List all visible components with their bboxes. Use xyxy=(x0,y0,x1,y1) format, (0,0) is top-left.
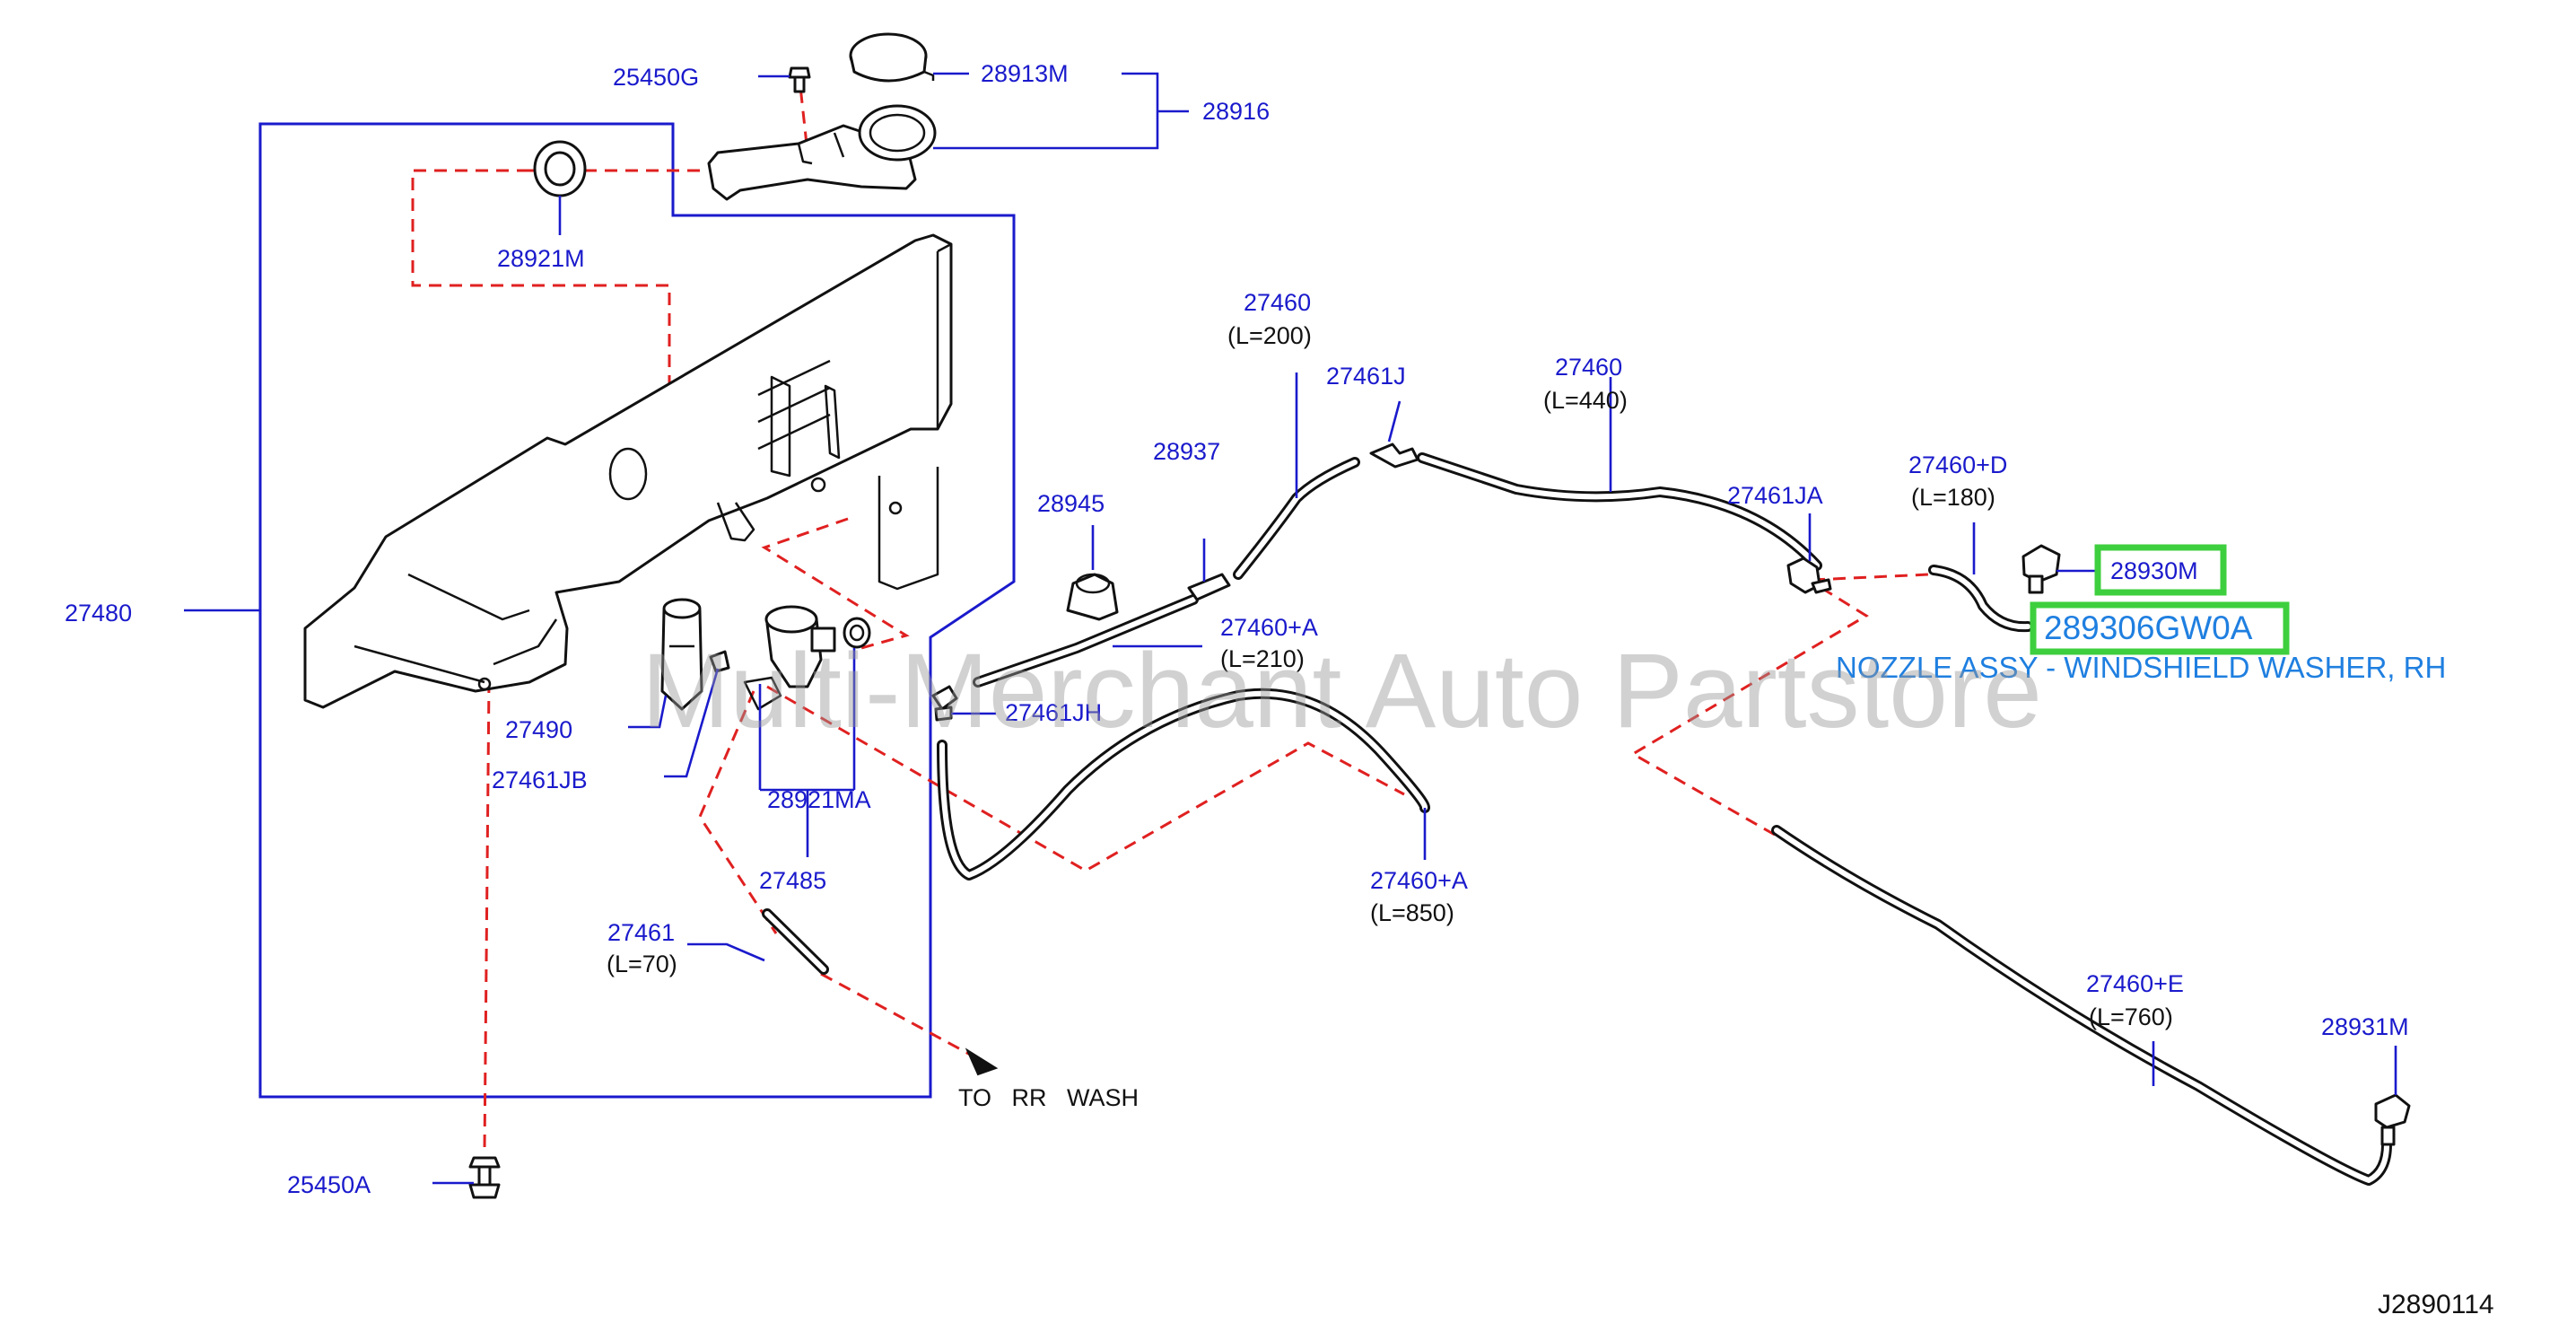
label-27460-a-length: (L=200) xyxy=(1227,322,1312,349)
joint-27461JA xyxy=(1786,556,1832,594)
highlight-box-289306GW0A xyxy=(2030,601,2290,655)
hose-27460E-760 xyxy=(1771,825,2392,1186)
nozzle-28931M xyxy=(2374,1093,2411,1146)
label-to-rr-wash: TO RR WASH xyxy=(958,1084,1139,1111)
connector-27461JB xyxy=(709,650,730,673)
part-labels: 25450G 28913M 28916 28921M 27480 27490 2… xyxy=(65,60,2494,1319)
label-25450G[interactable]: 25450G xyxy=(613,64,699,91)
joint-27461JH xyxy=(931,685,958,722)
label-28937[interactable]: 28937 xyxy=(1153,438,1220,465)
label-27460-b[interactable]: 27460 xyxy=(1555,354,1622,381)
label-28945[interactable]: 28945 xyxy=(1037,490,1105,517)
label-27460-b-length: (L=440) xyxy=(1543,387,1628,414)
check-valve-28937 xyxy=(1187,573,1231,601)
label-27460A-210-length: (L=210) xyxy=(1220,645,1305,672)
label-289306GW0A[interactable]: 289306GW0A xyxy=(2044,609,2253,646)
label-28921M[interactable]: 28921M xyxy=(497,245,585,272)
label-27461JH[interactable]: 27461JH xyxy=(1005,699,1102,726)
label-27460A-210[interactable]: 27460+A xyxy=(1220,614,1318,641)
arrow-icon xyxy=(965,1047,999,1076)
bolt-25450A xyxy=(468,1156,501,1199)
label-27460-a[interactable]: 27460 xyxy=(1244,289,1311,316)
label-27460D-length: (L=180) xyxy=(1911,484,1995,511)
label-27460E[interactable]: 27460+E xyxy=(2086,970,2184,997)
label-nozzle-description: NOZZLE ASSY - WINDSHIELD WASHER, RH xyxy=(1836,651,2446,684)
label-27461[interactable]: 27461 xyxy=(607,919,675,946)
label-27461JB[interactable]: 27461JB xyxy=(492,767,588,793)
label-27485[interactable]: 27485 xyxy=(759,867,826,894)
leader-lines xyxy=(184,72,2397,1185)
watermark-text: Multi-Merchant Auto Partstore xyxy=(642,632,2042,750)
label-27490[interactable]: 27490 xyxy=(505,716,572,743)
label-27460D[interactable]: 27460+D xyxy=(1908,451,2007,478)
label-28930M[interactable]: 28930M xyxy=(2110,557,2198,584)
bolt-25450G xyxy=(788,66,811,93)
seal-28921M xyxy=(533,140,587,197)
label-27461JA[interactable]: 27461JA xyxy=(1727,482,1823,509)
label-28921MA[interactable]: 28921MA xyxy=(767,786,871,813)
clip-28945 xyxy=(1066,573,1119,621)
highlight-box-28930M xyxy=(2094,544,2227,596)
label-25450A[interactable]: 25450A xyxy=(287,1171,371,1198)
label-27480[interactable]: 27480 xyxy=(65,600,132,627)
washer-pump xyxy=(743,605,871,711)
hose-27460D-180 xyxy=(1928,565,2033,633)
assembly-guides xyxy=(411,69,1930,1152)
assembly-frame xyxy=(258,122,1016,1099)
hose-27461 xyxy=(762,908,829,975)
grommet-27490 xyxy=(660,598,703,711)
hose-27460A-850 xyxy=(937,688,1430,881)
washer-tank xyxy=(303,233,953,709)
joint-27461J xyxy=(1369,443,1419,469)
hose-27460A-210 xyxy=(973,594,1199,688)
label-27460A-850[interactable]: 27460+A xyxy=(1370,867,1468,894)
hose-27460-200 xyxy=(1233,457,1360,580)
label-27460A-850-length: (L=850) xyxy=(1370,899,1454,926)
filler-tube xyxy=(707,104,937,201)
label-27460E-length: (L=760) xyxy=(2089,1003,2173,1030)
label-28931M[interactable]: 28931M xyxy=(2321,1013,2409,1040)
label-27461J[interactable]: 27461J xyxy=(1326,363,1406,390)
hose-27460-440 xyxy=(1417,452,1822,571)
diagram-reference: J2890114 xyxy=(2378,1290,2494,1319)
label-28913M[interactable]: 28913M xyxy=(981,60,1069,87)
filler-cap xyxy=(849,32,935,83)
label-28916[interactable]: 28916 xyxy=(1202,98,1270,125)
label-27461-length: (L=70) xyxy=(607,951,677,977)
nozzle-28930M xyxy=(2022,544,2061,594)
